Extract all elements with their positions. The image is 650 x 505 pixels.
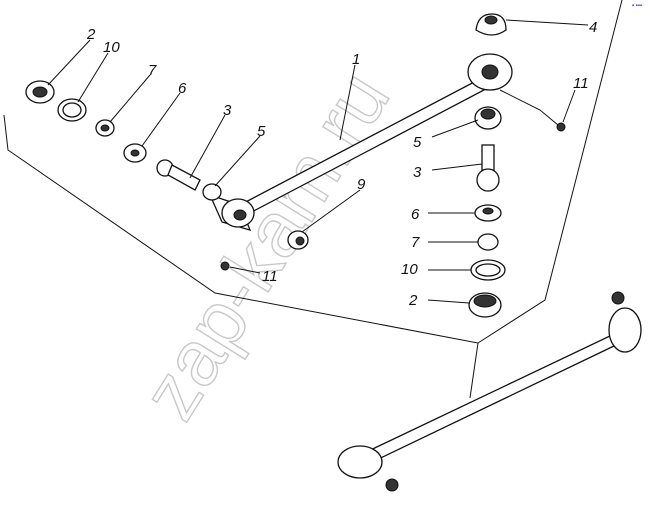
callout-7: 7	[411, 234, 420, 251]
tie-rod-lower	[337, 291, 642, 492]
callout-6: 6	[178, 80, 187, 97]
callout-3: 3	[223, 102, 232, 119]
callout-4: 4	[589, 19, 597, 36]
callout-11: 11	[262, 268, 278, 285]
callout-6: 6	[411, 206, 420, 223]
section-boundary	[3, 0, 623, 399]
callout-5: 5	[257, 123, 266, 140]
callout-1: 1	[352, 51, 360, 68]
tie-rod-upper	[208, 53, 513, 231]
callout-7: 7	[148, 62, 157, 79]
callout-11: 11	[573, 75, 589, 92]
callout-9: 9	[357, 176, 366, 193]
callout-2: 2	[408, 292, 418, 309]
callout-labels: 2 10 7 6 3 5 1 9 11 4 11 5 3 6 7 10 2	[86, 19, 597, 309]
leader-lines	[47, 19, 589, 304]
right-parts	[468, 13, 566, 318]
callout-2: 2	[86, 26, 96, 43]
callout-10: 10	[401, 261, 418, 278]
watermark: zap-kam.ru	[125, 57, 406, 434]
corner-mark: ▪ ▪▪▪	[631, 3, 642, 9]
callout-5: 5	[413, 134, 422, 151]
callout-3: 3	[413, 164, 422, 181]
callout-10: 10	[103, 39, 120, 56]
left-parts	[25, 80, 309, 271]
